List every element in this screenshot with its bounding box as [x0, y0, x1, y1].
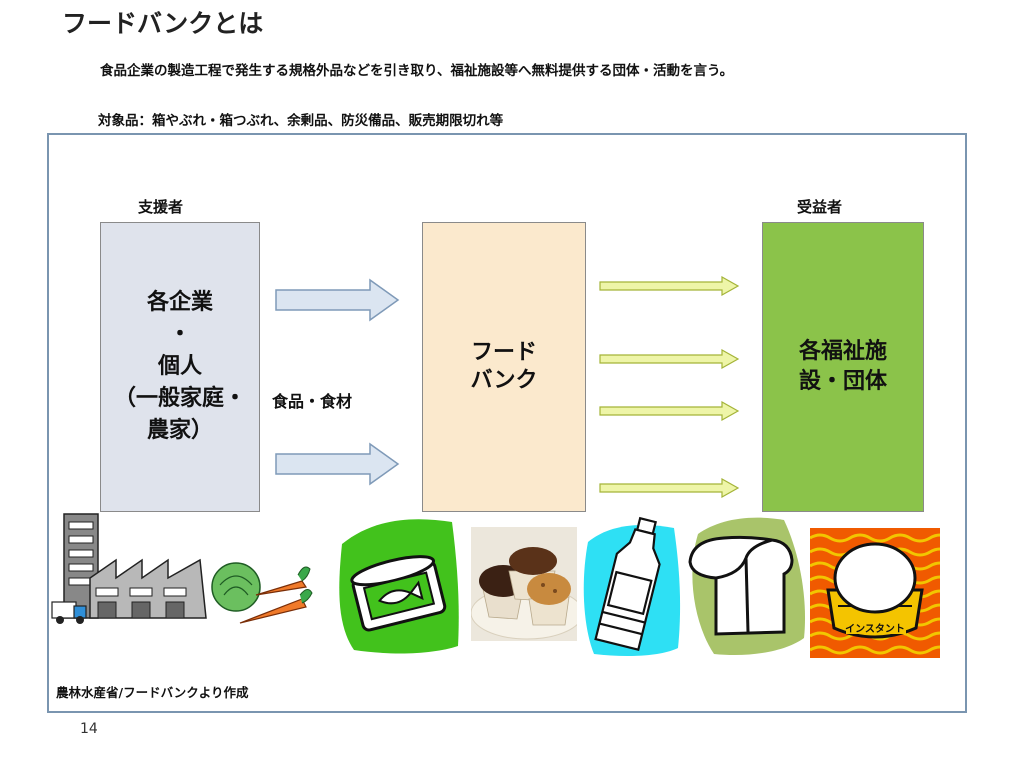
beneficiary-box: 各福祉施 設・団体 [762, 222, 924, 512]
supporter-header: 支援者 [138, 198, 184, 216]
foodbank-box: フード バンク [422, 222, 586, 512]
flow-label: 食品・食材 [272, 392, 353, 411]
source-note: 農林水産省/フードバンクより作成 [56, 685, 249, 700]
description: 食品企業の製造工程で発生する規格外品などを引き取り、福祉施設等へ無料提供する団体… [60, 62, 960, 81]
foodbank-box-label: フード バンク [470, 340, 538, 393]
page-title: フードバンクとは [62, 9, 264, 38]
arrow-to-beneficiary-3 [599, 401, 740, 421]
supporter-box-label: 各企業 ・ 個人 （一般家庭・ 農家） [113, 290, 246, 443]
arrow-to-beneficiary-4 [599, 478, 740, 498]
arrow-to-beneficiary-1 [599, 276, 740, 296]
vegetables-icon [211, 562, 313, 624]
arrow-to-foodbank-top [275, 278, 400, 322]
page-number: 14 [80, 721, 98, 737]
diagram-frame [47, 133, 967, 713]
description-text: 食品企業の製造工程で発生する規格外品などを引き取り、福祉施設等へ無料提供する団体… [100, 63, 734, 79]
factory-icon [51, 513, 207, 624]
muffins-photo [471, 527, 577, 641]
water-bottle-icon [583, 516, 681, 656]
canned-fish-icon [339, 519, 459, 654]
instant-noodles-icon: インスタント [810, 528, 940, 658]
target-items-text: 対象品：箱やぶれ・箱つぶれ、余剰品、防災備品、販売期限切れ等 [98, 113, 504, 129]
beneficiary-header: 受益者 [797, 198, 843, 216]
arrow-to-beneficiary-2 [599, 349, 740, 369]
bread-icon [688, 517, 806, 656]
beneficiary-box-label: 各福祉施 設・団体 [798, 339, 887, 394]
supporter-box: 各企業 ・ 個人 （一般家庭・ 農家） [100, 222, 260, 512]
instant-label: インスタント [845, 623, 905, 635]
arrow-to-foodbank-bottom [275, 442, 400, 486]
